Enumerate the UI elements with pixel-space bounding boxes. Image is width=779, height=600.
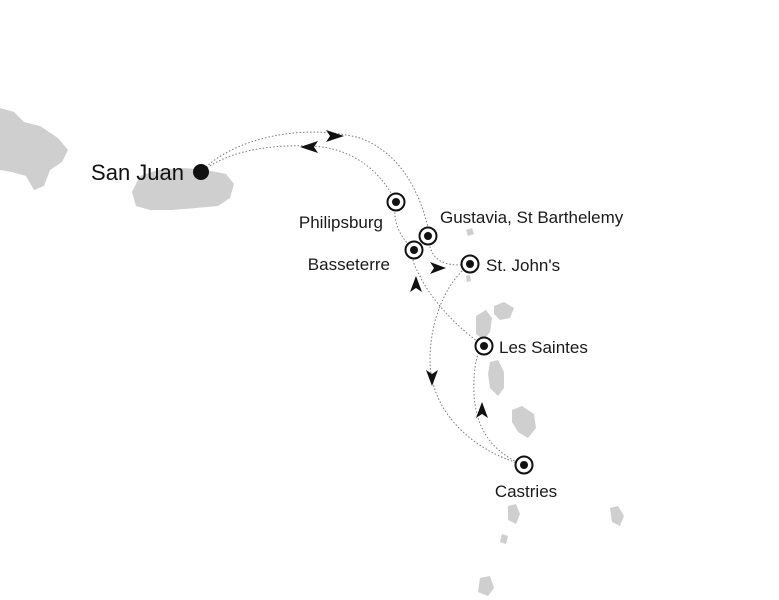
arrowhead-icon	[476, 402, 488, 418]
port-label: Castries	[495, 482, 557, 501]
land-guadeloupe-grande	[494, 302, 514, 320]
port-marker-dot	[520, 461, 528, 469]
arrowhead-icon	[410, 276, 422, 292]
land-masses	[0, 108, 624, 596]
port-basseterre: Basseterre	[308, 240, 424, 274]
route-segment-sanjuan-outbound	[200, 131, 431, 237]
land-puerto-rico	[132, 168, 234, 210]
land-grenadines	[500, 534, 508, 544]
arrowhead-icon	[426, 370, 438, 386]
land-montserrat	[466, 275, 471, 282]
port-marker-dot	[480, 342, 488, 350]
route-arrows	[300, 130, 488, 418]
port-marker-dot	[392, 198, 400, 206]
port-label: Gustavia, St Barthelemy	[440, 208, 624, 227]
land-guadeloupe-basse	[476, 310, 492, 340]
land-st-vincent	[508, 504, 520, 524]
land-barbuda	[466, 228, 474, 236]
home-port-label: San Juan	[91, 160, 184, 185]
arrowhead-icon	[430, 262, 446, 274]
land-martinique	[512, 406, 536, 438]
arrowhead-icon	[300, 141, 318, 153]
arrowhead-icon	[326, 130, 344, 142]
filled-dot-icon	[193, 164, 209, 180]
port-label: St. John's	[486, 256, 560, 275]
port-label: Philipsburg	[299, 213, 383, 232]
port-les-saintes: Les Saintes	[474, 336, 588, 357]
land-dominica	[488, 360, 504, 396]
port-marker-dot	[466, 260, 474, 268]
port-castries: Castries	[495, 455, 557, 501]
port-gustavia: Gustavia, St Barthelemy	[418, 208, 624, 246]
land-grenada	[478, 576, 494, 596]
land-barbados	[610, 506, 624, 526]
route-segment-stjohns-castries	[429, 263, 525, 466]
port-st-johns: St. John's	[460, 254, 560, 275]
cruise-route	[200, 131, 525, 466]
port-philipsburg: Philipsburg	[299, 192, 406, 232]
land-hispaniola	[0, 108, 68, 190]
port-marker-dot	[410, 246, 418, 254]
port-marker-dot	[424, 232, 432, 240]
port-label: Les Saintes	[499, 338, 588, 357]
port-label: Basseterre	[308, 255, 390, 274]
home-port: San Juan	[91, 160, 209, 185]
land-hispaniola-tip	[0, 114, 8, 128]
